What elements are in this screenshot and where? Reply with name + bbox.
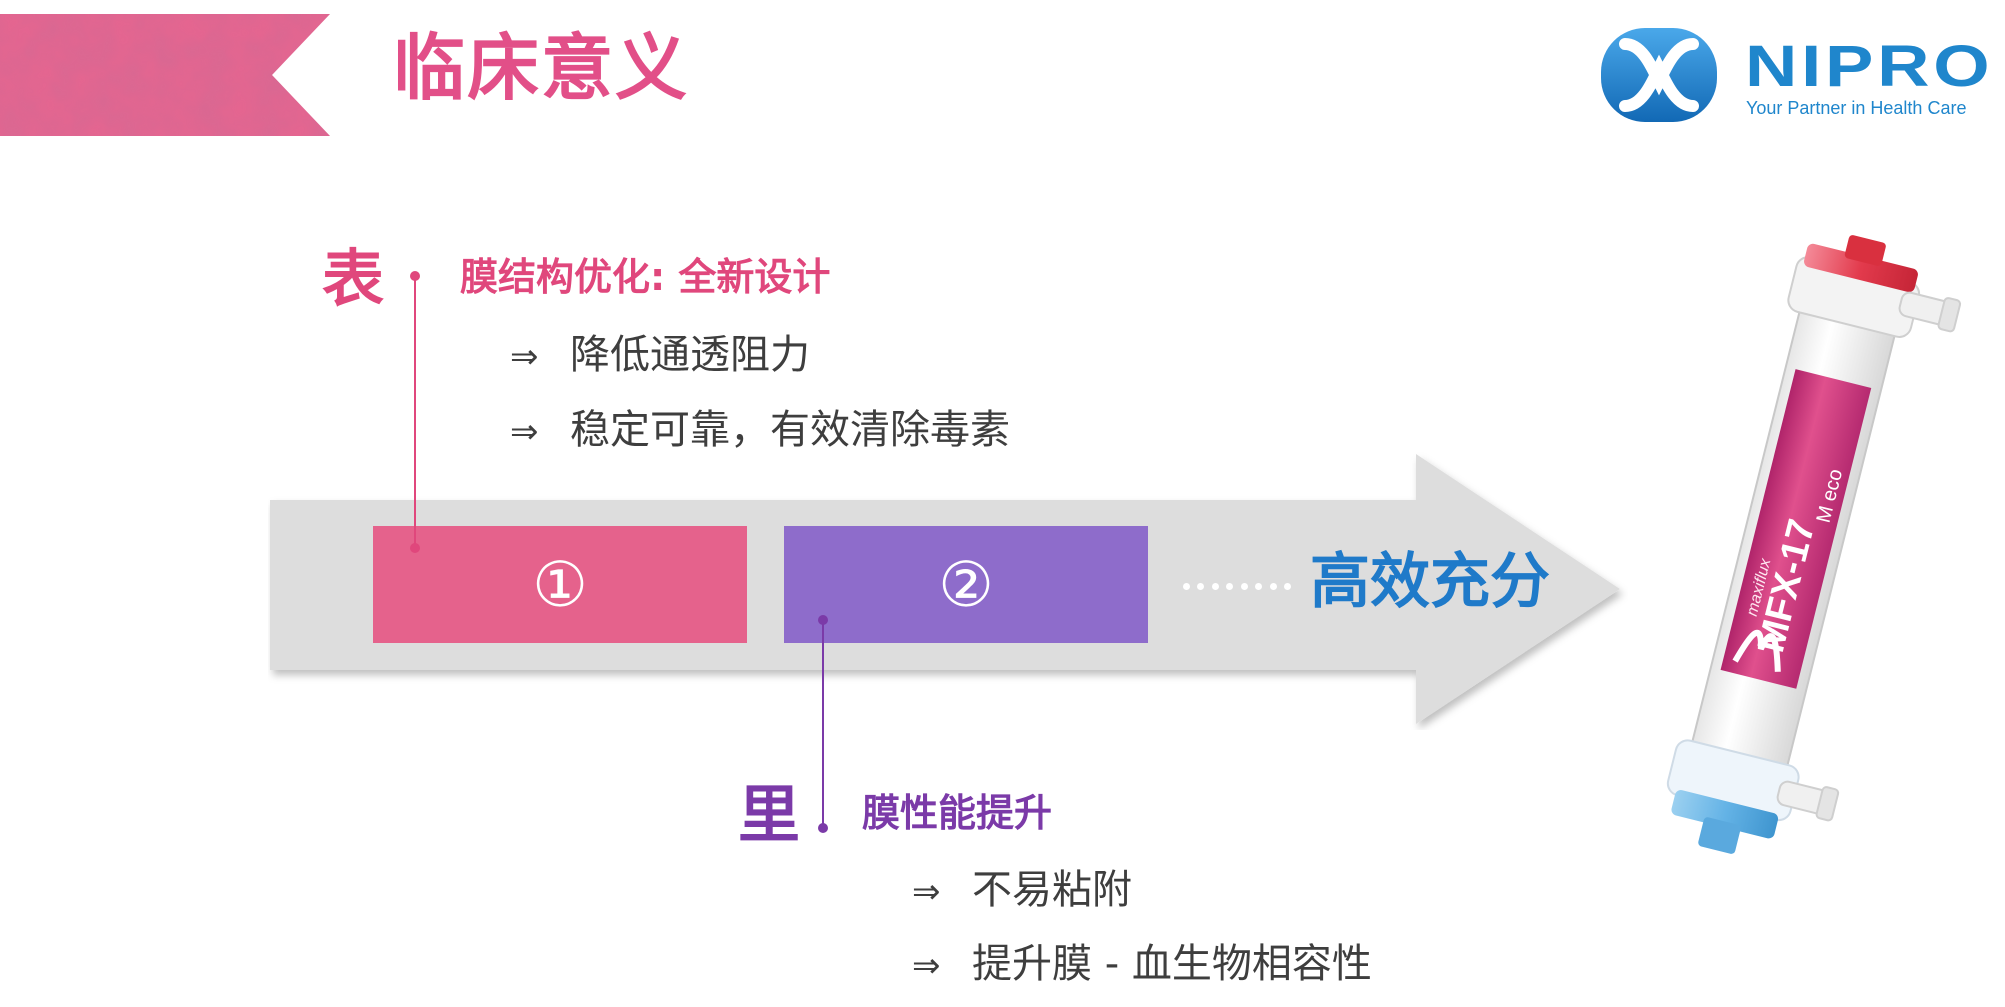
nipro-logo-icon (1601, 28, 1717, 122)
interior-heading: 膜性能提升 (862, 791, 1053, 835)
step-two-label: ② (938, 547, 994, 621)
surface-point-1: ⇒ 降低通透阻力 (510, 335, 810, 375)
interior-point-2: ⇒ 提升膜 - 血生物相容性 (912, 944, 1372, 984)
interior-point-1-text: 不易粘附 (972, 867, 1132, 913)
brand-name: NIPRO (1745, 34, 1994, 99)
implies-icon: ⇒ (510, 412, 539, 452)
step-one-label: ① (532, 547, 588, 621)
surface-point-2-text: 稳定可靠，有效清除毒素 (570, 407, 1010, 453)
surface-heading: 膜结构优化: 全新设计 (460, 255, 831, 299)
implies-icon: ⇒ (912, 946, 941, 986)
result-label: 高效充分 (1310, 547, 1550, 617)
interior-connector-dot-bottom (818, 823, 828, 833)
surface-connector-line (414, 276, 416, 550)
page-title: 临床意义 (393, 26, 690, 110)
interior-connector-dot-top (818, 615, 828, 625)
interior-point-1: ⇒ 不易粘附 (912, 870, 1132, 910)
surface-point-1-text: 降低通透阻力 (570, 332, 810, 378)
surface-point-2: ⇒ 稳定可靠，有效清除毒素 (510, 410, 1010, 450)
step-two-box: ② (784, 526, 1148, 643)
surface-connector-dot-bottom (410, 543, 420, 553)
interior-connector-line (822, 620, 824, 830)
step-one-box: ① (373, 526, 747, 643)
brand-tagline: Your Partner in Health Care (1746, 98, 1967, 118)
interior-char: 里 (738, 778, 801, 851)
implies-icon: ⇒ (912, 872, 941, 912)
dialyzer-product-image: MFX-17 M eco maxiflux (1666, 235, 1962, 854)
implies-icon: ⇒ (510, 337, 539, 377)
header-ribbon (0, 14, 330, 136)
ellipsis-dots (1183, 580, 1291, 592)
surface-char: 表 (322, 242, 385, 315)
interior-point-2-text: 提升膜 - 血生物相容性 (972, 941, 1372, 987)
surface-connector-dot-top (410, 271, 420, 281)
